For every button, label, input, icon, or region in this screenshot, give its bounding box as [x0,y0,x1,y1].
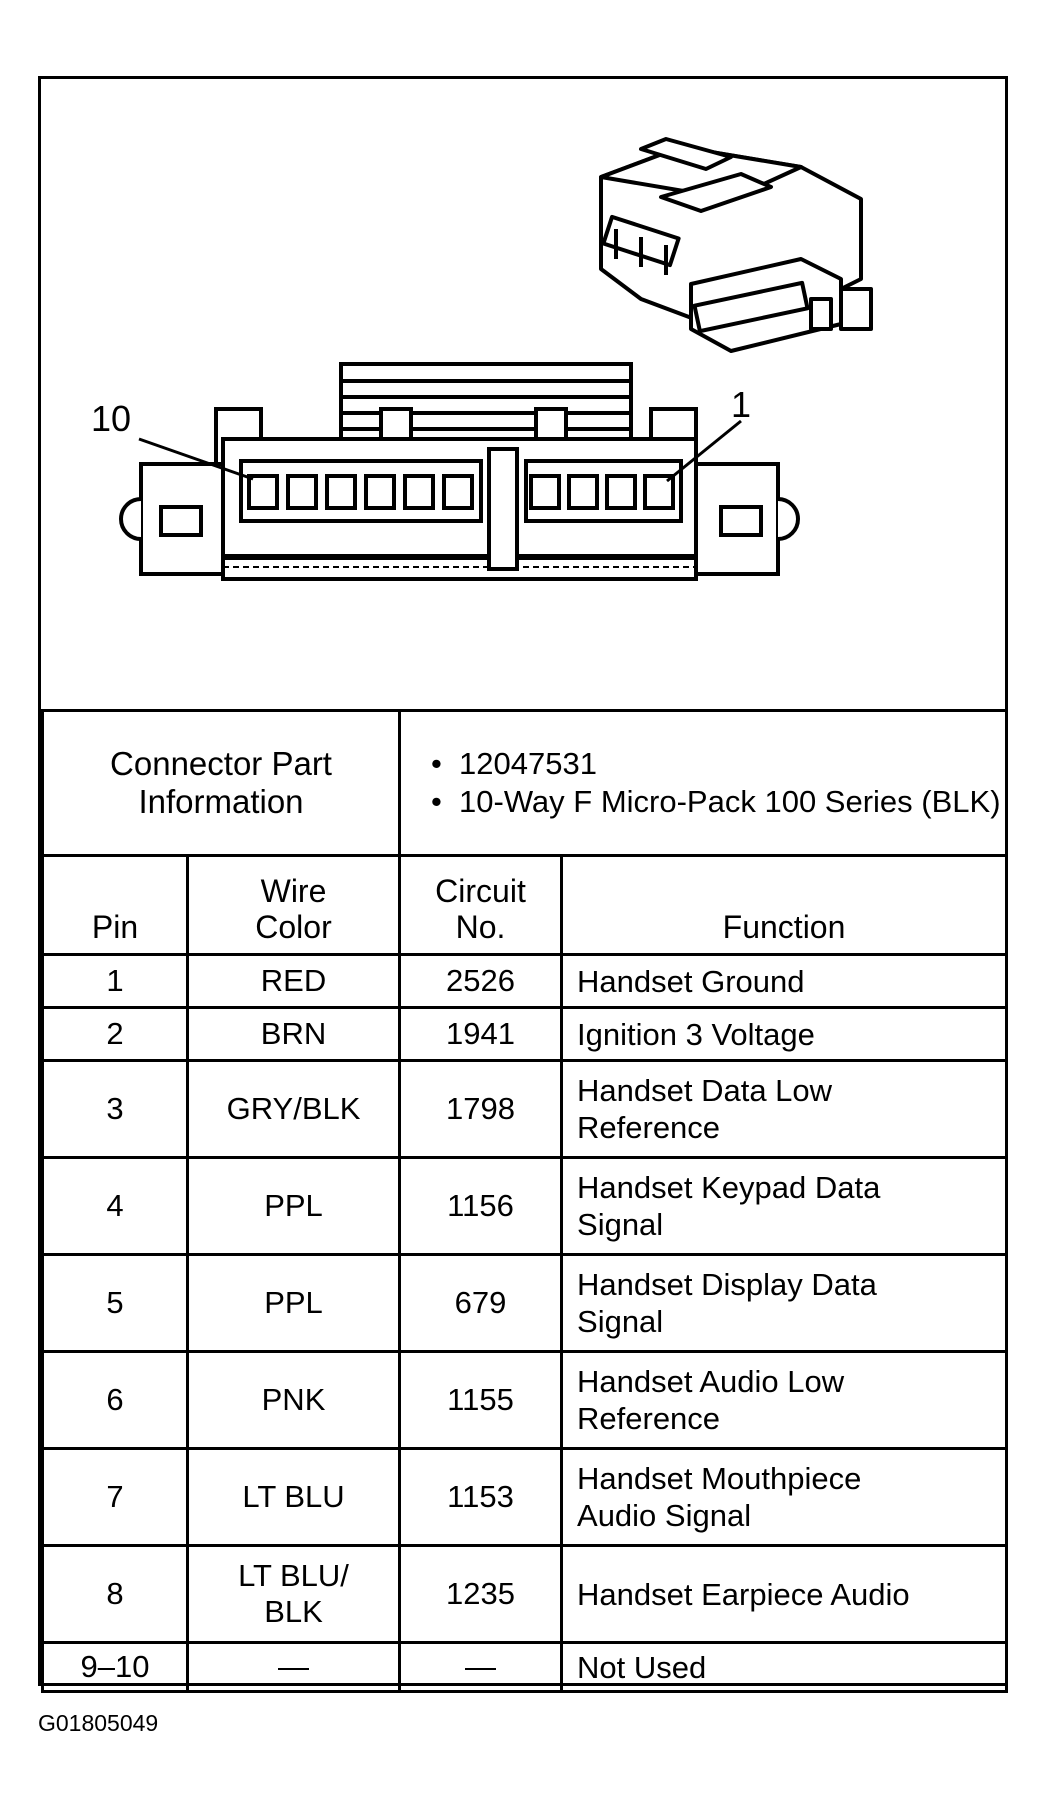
circuit-cell: 1235 [398,1544,564,1644]
header-function: Function [560,854,1009,956]
connector-sheet: 10 1 Connector Part Information 12047531… [38,76,1009,1693]
cavity-3 [567,474,599,510]
connector-part-number: 12047531 [431,745,1005,783]
cavity-10 [247,474,279,510]
circuit-cell: — [398,1641,564,1693]
pin-cell: 4 [41,1156,189,1256]
callout-label-10: 10 [91,398,131,439]
table-row: 7 LT BLU 1153 Handset Mouthpiece Audio S… [41,1447,1009,1547]
pin-cell: 5 [41,1253,189,1353]
pin-cavities [247,474,675,510]
table-row: 5 PPL 679 Handset Display Data Signal [41,1253,1009,1353]
circuit-cell: 1155 [398,1350,564,1450]
connector-type: 10-Way F Micro-Pack 100 Series (BLK) [431,783,1005,821]
callout-leader-10 [138,437,254,481]
cavity-5 [442,474,474,510]
callout-label-1: 1 [731,384,751,425]
pin-cell: 1 [41,953,189,1009]
wire-color-cell: LT BLU/ BLK [185,1544,402,1644]
function-cell: Handset Data Low Reference [560,1059,1009,1159]
pin-cell: 3 [41,1059,189,1159]
table-row: 8 LT BLU/ BLK 1235 Handset Earpiece Audi… [41,1544,1009,1644]
header-wire-color: Wire Color [185,854,402,956]
header-pin: Pin [41,854,189,956]
wire-color-cell: GRY/BLK [185,1059,402,1159]
function-cell: Not Used [560,1641,1009,1693]
pin-cell: 2 [41,1006,189,1062]
cavity-2 [605,474,637,510]
circuit-cell: 1941 [398,1006,564,1062]
document-id: G01805049 [38,1710,159,1736]
circuit-cell: 2526 [398,953,564,1009]
wire-color-cell: — [185,1641,402,1693]
table-header-row: Pin Wire Color Circuit No. Function [41,854,1009,956]
wire-color-cell: PNK [185,1350,402,1450]
wire-color-cell: PPL [185,1156,402,1256]
callout-leader-1 [666,419,742,483]
connector-info-label: Connector Part Information [40,709,402,857]
function-cell: Handset Display Data Signal [560,1253,1009,1353]
function-cell: Handset Keypad Data Signal [560,1156,1009,1256]
connector-front-view [119,362,800,581]
function-cell: Handset Ground [560,953,1009,1009]
wire-color-cell: LT BLU [185,1447,402,1547]
cavity-6 [403,474,435,510]
function-cell: Handset Earpiece Audio [560,1544,1009,1644]
table-row: 3 GRY/BLK 1798 Handset Data Low Referenc… [41,1059,1009,1159]
connector-drawing: 10 1 [91,137,873,581]
circuit-cell: 679 [398,1253,564,1353]
connector-3d-view [599,137,873,353]
pin-cell: 9–10 [41,1641,189,1693]
pin-cell: 7 [41,1447,189,1547]
function-cell: Handset Mouthpiece Audio Signal [560,1447,1009,1547]
table-row: 9–10 — — Not Used [41,1641,1009,1693]
cavity-7 [364,474,396,510]
wire-color-cell: PPL [185,1253,402,1353]
header-circuit-no: Circuit No. [398,854,564,956]
circuit-cell: 1153 [398,1447,564,1547]
connector-info-list: 12047531 10-Way F Micro-Pack 100 Series … [398,709,1009,857]
pin-cell: 8 [41,1544,189,1644]
cavity-4 [529,474,561,510]
cavity-9 [286,474,318,510]
connector-info-row: Connector Part Information 12047531 10-W… [40,709,1009,857]
pin-cell: 6 [41,1350,189,1450]
circuit-cell: 1156 [398,1156,564,1256]
table-row: 1 RED 2526 Handset Ground [41,953,1009,1009]
wire-color-cell: RED [185,953,402,1009]
table-row: 6 PNK 1155 Handset Audio Low Reference [41,1350,1009,1450]
cavity-8 [325,474,357,510]
wire-color-cell: BRN [185,1006,402,1062]
connector-illustration: 10 1 [41,79,1005,709]
pinout-table: Connector Part Information 12047531 10-W… [40,709,1009,1693]
function-cell: Handset Audio Low Reference [560,1350,1009,1450]
table-row: 2 BRN 1941 Ignition 3 Voltage [41,1006,1009,1062]
function-cell: Ignition 3 Voltage [560,1006,1009,1062]
table-row: 4 PPL 1156 Handset Keypad Data Signal [41,1156,1009,1256]
circuit-cell: 1798 [398,1059,564,1159]
